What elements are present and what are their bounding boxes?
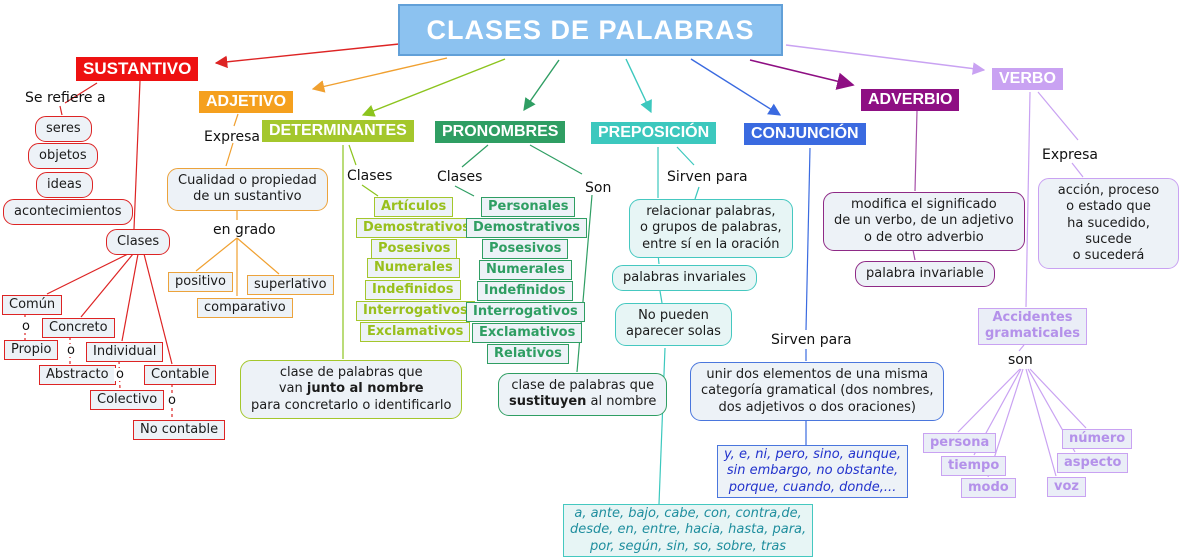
pron-def-pre: clase de palabras que	[511, 378, 655, 393]
label-se-refiere-a: Se refiere a	[25, 90, 106, 106]
node-det-interrogativos: Interrogativos	[356, 301, 475, 322]
node-comparativo: comparativo	[197, 298, 293, 319]
map-title: CLASES DE PALABRAS	[398, 4, 783, 56]
branch-conjuncion: CONJUNCIÓN	[744, 123, 866, 145]
node-pron-numerales: Numerales	[479, 260, 572, 281]
pron-def-post: al nombre	[586, 394, 657, 410]
node-pron-relativos: Relativos	[487, 344, 569, 365]
label-o-1: o	[20, 319, 32, 334]
node-acontecimientos: acontecimientos	[3, 199, 133, 226]
node-cualidad: Cualidad o propiedad de un sustantivo	[167, 168, 328, 211]
node-adv-definicion: modifica el significado de un verbo, de …	[823, 192, 1025, 251]
node-acc-numero: número	[1062, 429, 1133, 450]
node-propio: Propio	[4, 340, 59, 361]
label-sirven-conjuncion: Sirven para	[771, 332, 852, 348]
node-individual: Individual	[86, 342, 164, 363]
node-det-articulos: Artículos	[374, 197, 454, 218]
node-prep-lista: a, ante, bajo, cabe, con, contra,de, des…	[563, 504, 814, 557]
label-son-pronombres: Son	[585, 180, 612, 196]
node-prep-invariables: palabras invariales	[612, 265, 758, 292]
branch-verbo: VERBO	[992, 68, 1063, 90]
node-comun: Común	[2, 295, 63, 316]
node-accidentes-gramaticales: Accidentes gramaticales	[978, 308, 1087, 345]
node-pron-posesivos: Posesivos	[482, 239, 569, 260]
label-o-4: o	[166, 393, 178, 408]
node-no-contable: No contable	[133, 420, 226, 441]
branch-adverbio: ADVERBIO	[861, 89, 960, 111]
node-concreto: Concreto	[42, 318, 115, 339]
label-clases-determinantes: Clases	[347, 168, 393, 184]
node-det-demostrativos: Demostrativos	[356, 218, 478, 239]
node-clases-sustantivo: Clases	[106, 229, 171, 256]
node-prep-no-pueden: No pueden aparecer solas	[615, 303, 732, 346]
node-positivo: positivo	[168, 272, 233, 293]
node-superlativo: superlativo	[247, 275, 334, 296]
branch-pronombres: PRONOMBRES	[435, 121, 566, 143]
label-o-3: o	[114, 367, 126, 382]
label-clases-pronombres: Clases	[437, 169, 483, 185]
node-acc-aspecto: aspecto	[1057, 453, 1129, 474]
node-pron-exclamativos: Exclamativos	[472, 323, 583, 344]
node-det-indefinidos: Indefinidos	[365, 280, 461, 301]
node-det-definicion: clase de palabras que van junto al nombr…	[240, 360, 463, 419]
node-adv-invariable: palabra invariable	[855, 261, 995, 288]
label-expresa-verbo: Expresa	[1042, 147, 1098, 163]
label-o-2: o	[65, 343, 77, 358]
label-sirven-preposicion: Sirven para	[667, 169, 748, 185]
det-def-pre: clase de palabras que van	[278, 365, 423, 397]
det-def-post: para concretarlo o identificarlo	[251, 397, 452, 413]
det-def-bold: junto al nombre	[306, 381, 424, 397]
label-expresa-adjetivo: Expresa	[204, 129, 260, 145]
node-acc-modo: modo	[961, 478, 1016, 499]
node-colectivo: Colectivo	[90, 390, 165, 411]
node-det-numerales: Numerales	[367, 258, 460, 279]
branch-adjetivo: ADJETIVO	[199, 91, 294, 113]
label-en-grado: en grado	[213, 222, 276, 238]
branch-sustantivo: SUSTANTIVO	[76, 57, 199, 81]
node-conj-definicion: unir dos elementos de una misma categorí…	[690, 362, 945, 421]
node-det-posesivos: Posesivos	[371, 239, 458, 260]
pron-def-bold: sustituyen	[509, 394, 587, 410]
label-son-verbo: son	[1008, 352, 1033, 368]
node-pron-interrogativos: Interrogativos	[466, 302, 585, 323]
node-acc-voz: voz	[1047, 477, 1086, 498]
node-objetos: objetos	[28, 143, 98, 170]
node-abstracto: Abstracto	[39, 365, 116, 386]
node-ideas: ideas	[36, 172, 93, 199]
node-pron-definicion: clase de palabras que sustituyen al nomb…	[498, 373, 668, 416]
node-acc-tiempo: tiempo	[941, 456, 1007, 477]
branch-preposicion: PREPOSICIÓN	[591, 122, 717, 144]
node-pron-indefinidos: Indefinidos	[477, 281, 573, 302]
node-acc-persona: persona	[923, 433, 997, 454]
node-pron-demostrativos: Demostrativos	[466, 218, 588, 239]
node-verbo-definicion: acción, proceso o estado que ha sucedido…	[1038, 178, 1179, 270]
node-det-exclamativos: Exclamativos	[360, 322, 471, 343]
branch-determinantes: DETERMINANTES	[262, 120, 414, 142]
node-pron-personales: Personales	[481, 197, 576, 218]
node-contable: Contable	[144, 365, 217, 386]
node-conj-lista: y, e, ni, pero, sino, aunque, sin embarg…	[717, 445, 909, 498]
node-seres: seres	[35, 116, 92, 143]
node-prep-definicion: relacionar palabras, o grupos de palabra…	[629, 199, 793, 258]
